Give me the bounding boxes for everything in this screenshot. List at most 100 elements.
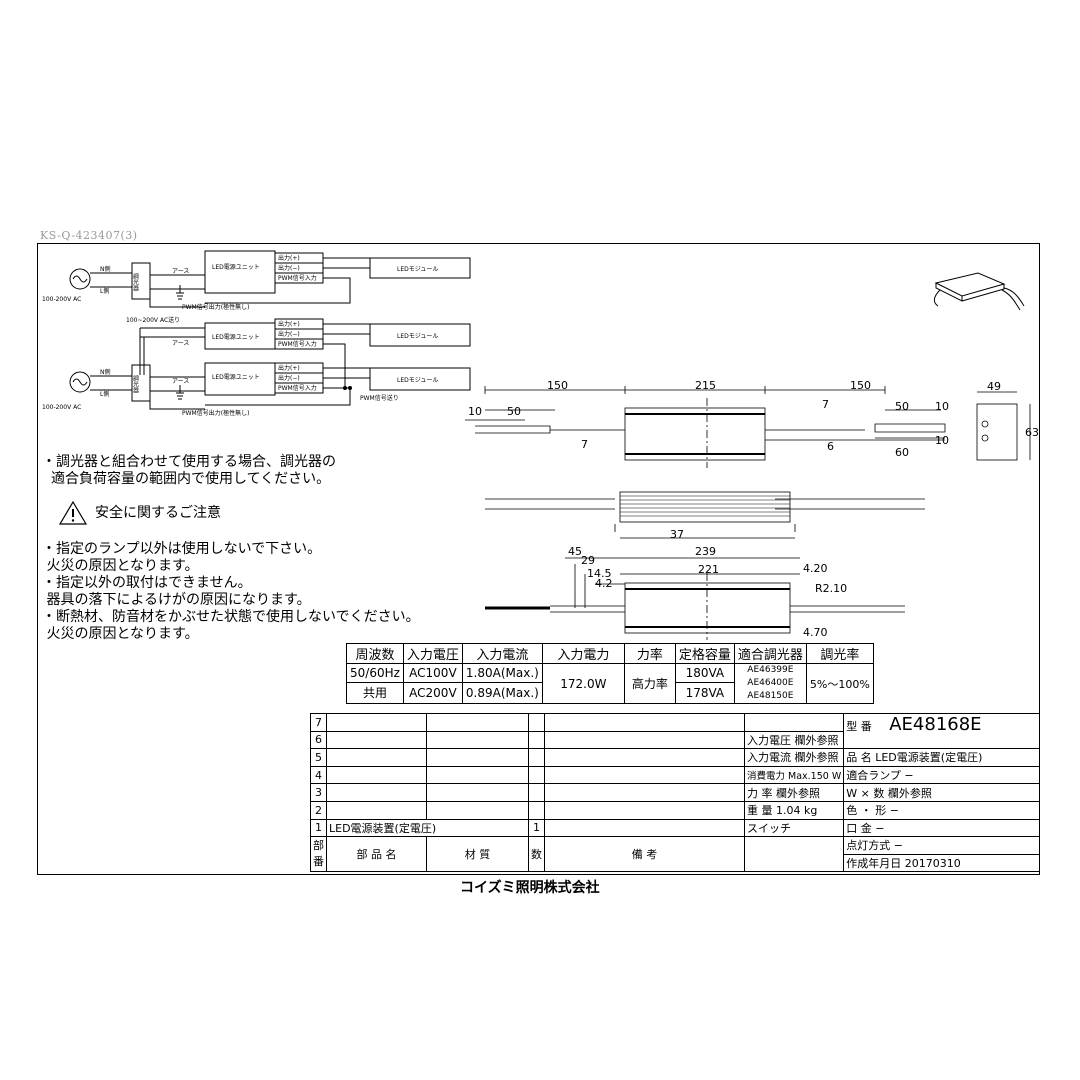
earth-label-1: アース <box>172 268 189 275</box>
led-module-label-1: LEDモジュール <box>397 266 438 273</box>
title-left: 入力電流 欄外参照 <box>743 748 845 767</box>
dim-7b: 7 <box>822 398 829 411</box>
model-number: AE48168E <box>889 714 982 735</box>
title-left: 消費電力 Max.150 W <box>743 765 845 785</box>
spec-capacity: 178VA <box>674 681 735 705</box>
spec-current: 1.80A(Max.) <box>461 663 543 683</box>
document-id: KS-Q-423407(3) <box>40 229 138 242</box>
dim-14-5: 14.5 <box>587 567 612 580</box>
header-bu: 部 <box>313 839 324 853</box>
spec-freq: 50/60Hz <box>346 663 404 683</box>
dim-4-70: 4.70 <box>803 626 828 639</box>
row-number: 2 <box>310 800 327 820</box>
header-ban: 番 <box>313 855 324 869</box>
out-plus-3: 出力(+) <box>278 364 300 372</box>
header-material: 材 質 <box>426 836 529 873</box>
dim-6: 6 <box>827 440 834 453</box>
supply-label-1: 100-200V AC <box>42 296 81 303</box>
header-qty: 数 <box>528 836 545 873</box>
dim-37: 37 <box>670 528 684 541</box>
safety-line: 器具の落下によるけがの原因になります。 <box>42 592 311 608</box>
row-number: 3 <box>310 783 327 802</box>
l-side-label-2: L側 <box>100 390 109 398</box>
dimmer-note-line-2: 適合負荷容量の範囲内で使用してください。 <box>51 471 331 487</box>
spec-dimmer-model: AE46399E <box>747 665 794 675</box>
pwm-in-3: PWM信号入力 <box>278 384 317 392</box>
title-right: 品 名 LED電源装置(定電圧) <box>843 748 1041 767</box>
title-left: スイッチ <box>743 818 845 838</box>
title-left: 力 率 欄外参照 <box>743 783 845 802</box>
dim-50a: 50 <box>507 405 521 418</box>
spec-header: 入力電圧 <box>402 643 463 664</box>
dim-150a: 150 <box>547 379 568 392</box>
dim-49: 49 <box>987 380 1001 393</box>
spec-freq: 共用 <box>346 681 404 705</box>
earth-label-2: アース <box>172 340 189 347</box>
out-minus-1: 出力(−) <box>278 264 300 272</box>
out-plus-2: 出力(+) <box>278 320 300 328</box>
part-name: LED電源装置(定電圧) <box>326 818 529 838</box>
spec-voltage: AC200V <box>402 681 463 705</box>
dim-10c: 10 <box>935 434 949 447</box>
out-minus-2: 出力(−) <box>278 330 300 338</box>
spec-dimming-rate: 5%〜100% <box>805 663 874 704</box>
spec-current: 0.89A(Max.) <box>461 681 543 705</box>
dim-4-20: 4.20 <box>803 562 828 575</box>
safety-line: 火災の原因となります。 <box>42 558 199 574</box>
n-side-label-1: N側 <box>100 265 111 273</box>
title-right: 作成年月日 20170310 <box>843 853 1041 873</box>
safety-line: ・指定のランプ以外は使用しないで下さい。 <box>42 541 322 557</box>
earth-label-3: アース <box>172 378 189 385</box>
pwm-out-label-2: PWM信号出力(極性無し) <box>182 409 249 417</box>
safety-title: 安全に関するご注意 <box>95 505 221 521</box>
title-right: W × 数 欄外参照 <box>843 783 1041 802</box>
spec-dimmers: AE46399E AE46400E AE48150E <box>733 663 807 704</box>
title-left: 重 量 1.04 kg <box>743 800 845 820</box>
spec-dimmer-model: AE48150E <box>747 691 794 701</box>
led-module-label-2: LEDモジュール <box>397 333 438 340</box>
dimmer-note-line-1: ・調光器と組合わせて使用する場合、調光器の <box>42 454 336 470</box>
dimmer-label-2: 調光器 <box>132 374 139 394</box>
spec-voltage: AC100V <box>402 663 463 683</box>
spec-table: 周波数 入力電圧 入力電流 入力電力 力率 定格容量 適合調光器 調光率 50/… <box>346 643 874 705</box>
title-right: 点灯方式 − <box>843 836 1041 855</box>
dim-7a: 7 <box>581 438 588 451</box>
psu-unit-label-3: LED電源ユニット <box>212 373 260 381</box>
company-name: コイズミ照明株式会社 <box>460 880 600 896</box>
dim-60: 60 <box>895 446 909 459</box>
spec-header: 入力電流 <box>461 643 543 664</box>
spec-capacity: 180VA <box>674 663 735 683</box>
supply-label-2: 100-200V AC <box>42 404 81 411</box>
n-side-label-2: N側 <box>100 368 111 376</box>
spec-header: 調光率 <box>805 643 874 664</box>
dim-63: 63 <box>1025 426 1039 439</box>
dim-10a: 10 <box>468 405 482 418</box>
safety-line: ・指定以外の取付はできません。 <box>42 575 252 591</box>
row-number: 6 <box>310 730 327 750</box>
safety-line: ・断熱材、防音材をかぶせた状態で使用しないでください。 <box>42 609 420 625</box>
row-number: 4 <box>310 765 327 785</box>
safety-notes: ・指定のランプ以外は使用しないで下さい。 火災の原因となります。 ・指定以外の取… <box>42 541 420 643</box>
spec-header: 周波数 <box>346 643 404 664</box>
parts-table: 7 型 番 AE48168E 6 入力電圧 欄外参照 5 入力電流 欄外参照 品… <box>310 712 1041 873</box>
pwm-in-2: PWM信号入力 <box>278 340 317 348</box>
pwm-out-label-1: PWM信号出力(極性無し) <box>182 303 249 311</box>
dim-10b: 10 <box>935 400 949 413</box>
pwm-in-1: PWM信号入力 <box>278 274 317 282</box>
dim-29: 29 <box>581 554 595 567</box>
psu-unit-label-1: LED電源ユニット <box>212 263 260 271</box>
row-number: 1 <box>310 818 327 838</box>
row-number: 7 <box>310 713 327 732</box>
out-plus-1: 出力(+) <box>278 254 300 262</box>
header-bu-ban: 部 番 <box>310 836 327 873</box>
dim-221: 221 <box>698 563 719 576</box>
header-remarks: 備 考 <box>544 836 745 873</box>
spec-header: 定格容量 <box>674 643 735 664</box>
dimmer-label-1: 調光器 <box>132 272 139 292</box>
title-right: 口 金 − <box>843 818 1041 838</box>
title-left: 入力電圧 欄外参照 <box>743 730 845 750</box>
product-sketch <box>933 272 1025 311</box>
l-side-label-1: L側 <box>100 287 109 295</box>
wiring-diagram: 100-200V AC 100-200V AC N側 L側 N側 L側 調光器 … <box>42 250 471 417</box>
dim-r2-10: R2.10 <box>815 582 847 595</box>
